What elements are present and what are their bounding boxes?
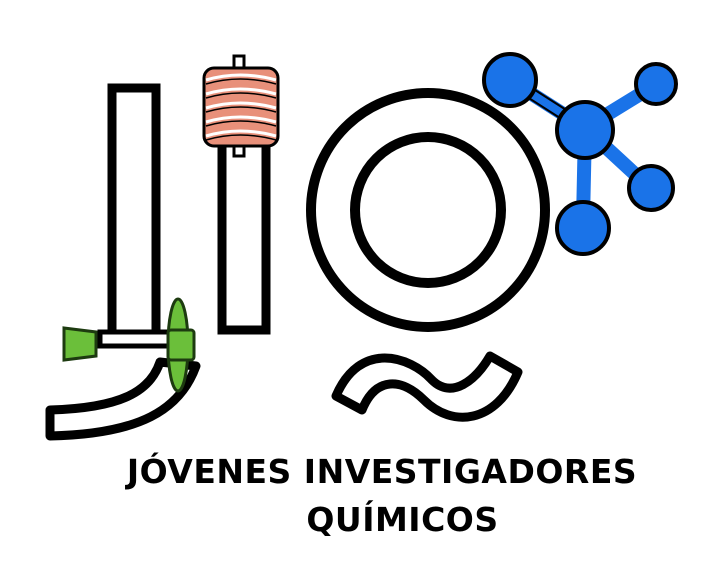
brand-name-line-2: QUÍMICOS — [306, 500, 499, 539]
valve-body — [166, 328, 196, 362]
brand-name-line-1: JÓVENES INVESTIGADORES — [126, 452, 638, 491]
stopcock-valve-icon — [62, 297, 196, 393]
atom-center — [555, 100, 615, 160]
j-connector-tube — [97, 329, 173, 349]
atom-bottom — [555, 200, 611, 256]
valve-left-cap — [62, 326, 98, 362]
q-tilde-tail — [331, 351, 523, 422]
copper-coil-icon — [202, 66, 280, 148]
j-hook — [45, 357, 201, 441]
j-stem — [107, 83, 161, 343]
atom-top-left — [482, 52, 538, 108]
ring-q-icon — [306, 88, 550, 422]
atom-right — [627, 164, 675, 212]
coil-windings — [205, 73, 277, 138]
molecule-icon — [482, 52, 678, 256]
atom-top-right — [634, 62, 678, 106]
i-stem — [217, 135, 271, 335]
glass-tube-j-icon — [45, 83, 201, 441]
q-inner-ring — [350, 132, 506, 288]
